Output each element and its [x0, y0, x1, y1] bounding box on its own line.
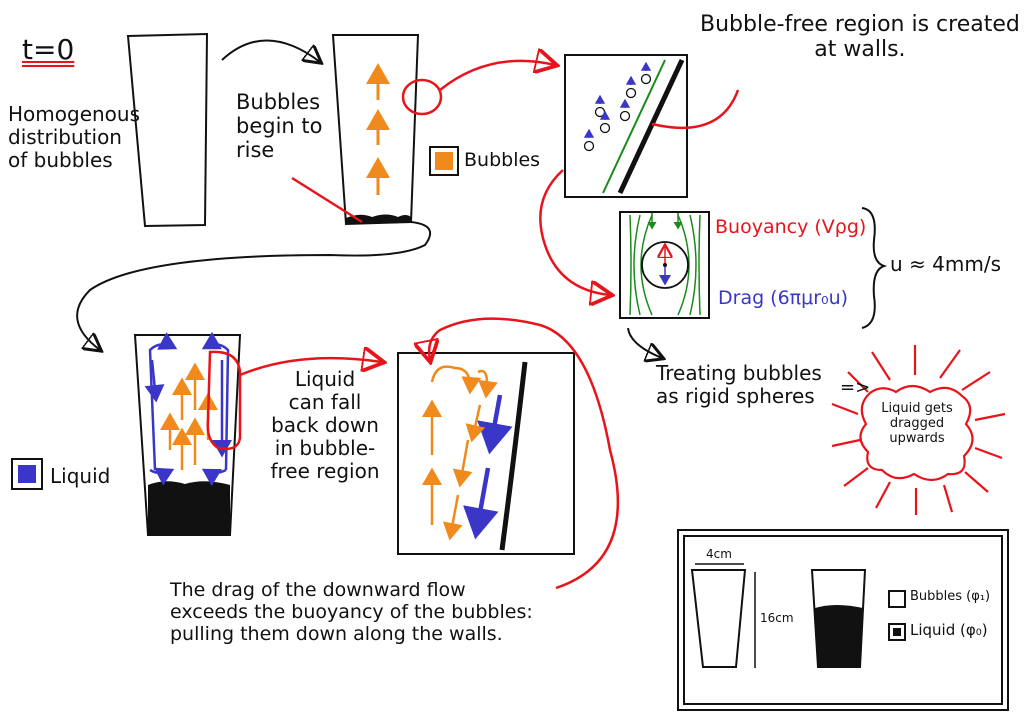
- inset-panel: [677, 529, 1009, 711]
- arrow-glass1-to-glass2: [221, 39, 320, 62]
- arrow-glass2-to-glass3: [76, 221, 432, 350]
- sphere-flow-box: [619, 211, 710, 319]
- label-homogenous: Homogenous distribution of bubbles: [8, 102, 141, 172]
- label-buoyancy: Buoyancy (Vρg): [715, 216, 867, 238]
- highlight-wall-glass2: [401, 78, 443, 116]
- pointer-bubble-free: [651, 89, 740, 130]
- label-rigid-spheres: Treating bubbles as rigid spheres: [656, 361, 822, 408]
- glass-bubbles-rising: [331, 34, 420, 226]
- glass-circulation: [133, 331, 242, 536]
- label-liquid-dragged: Liquid gets dragged upwards: [881, 401, 953, 446]
- zoom-box-downflow: [397, 352, 575, 555]
- glass-initial: [126, 32, 209, 228]
- arrow-to-rigid-spheres: [627, 327, 662, 358]
- inset-bubbles-label: Bubbles (φ₁): [910, 589, 991, 604]
- inset-liquid-label: Liquid (φ₀): [910, 621, 988, 639]
- label-drag: Drag (6πμr₀u): [718, 287, 849, 309]
- pointer-bubbles-rise: [291, 176, 363, 224]
- legend-liquid-label: Liquid: [50, 464, 111, 488]
- zoom-box-wall: [564, 54, 688, 198]
- burst-liquid-dragged: [831, 345, 1006, 515]
- label-implies: =>: [840, 377, 871, 398]
- label-velocity: u ≈ 4mm/s: [890, 252, 1001, 276]
- brace-forces: [861, 207, 888, 329]
- inset-dim-height: 16cm: [760, 611, 794, 625]
- legend-bubbles-label: Bubbles: [464, 149, 541, 171]
- label-t0: t=0: [22, 33, 75, 66]
- legend-bubbles-swatch: [429, 146, 459, 176]
- inset-dim-width: 4cm: [706, 547, 732, 561]
- label-bubble-free: Bubble-free region is created at walls.: [700, 12, 1020, 63]
- arrow-to-zoom-fall: [239, 358, 382, 377]
- highlight-wall-glass3: [206, 350, 242, 451]
- label-drag-exceeds: The drag of the downward flow exceeds th…: [170, 579, 533, 645]
- loop-drag-exceeds: [429, 317, 620, 590]
- legend-liquid-swatch: [11, 458, 43, 490]
- arrow-to-zoom-wall: [439, 61, 555, 91]
- arrow-to-sphere-box: [539, 169, 610, 295]
- label-liquid-fall: Liquid can fall back down in bubble- fre…: [270, 367, 380, 483]
- label-bubbles-rise: Bubbles begin to rise: [236, 90, 323, 163]
